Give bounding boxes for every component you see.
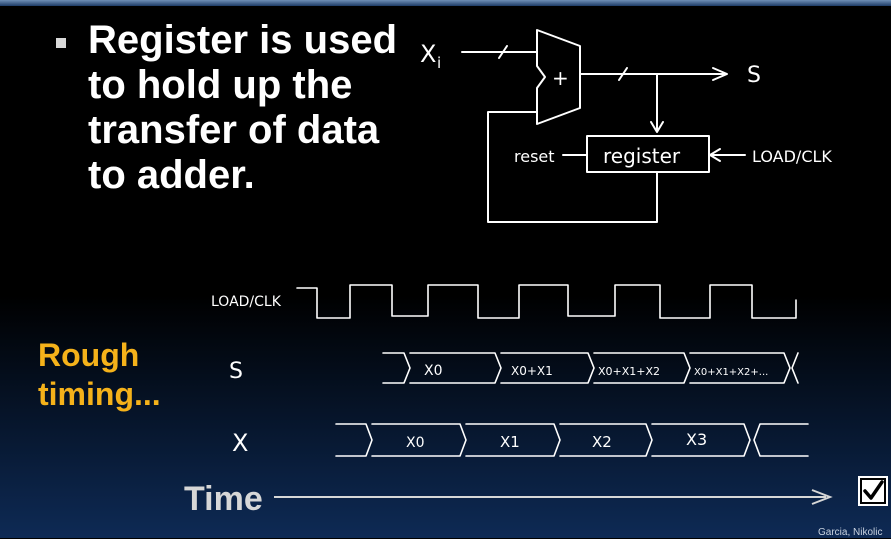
loop-wire	[487, 111, 658, 223]
feedback-arrowhead	[650, 121, 664, 133]
top-rule	[0, 0, 891, 6]
register-label: register	[603, 144, 681, 168]
output-arrowhead	[712, 67, 728, 81]
x-value: X1	[500, 433, 520, 451]
checkmark-icon	[860, 478, 886, 504]
time-label: Time	[184, 480, 263, 518]
s-value: X0+X1+X2+...	[694, 367, 768, 378]
time-arrowhead	[811, 489, 833, 505]
s-bus-lead	[382, 352, 411, 384]
load-clk-label: LOAD/CLK	[752, 147, 832, 166]
x-row-label: X	[232, 429, 248, 457]
bullet-line: to hold up the	[88, 63, 353, 107]
x-segment	[371, 423, 467, 457]
clk-arrowhead	[709, 148, 721, 162]
square-bullet-icon	[56, 38, 66, 48]
clk-row-label: LOAD/CLK	[211, 294, 282, 310]
bullet-text: Register is used to hold up the transfer…	[88, 18, 397, 198]
s-segment	[689, 352, 791, 384]
timing-diagram: LOAD/CLK S X0 X0+X1 X0+X1+X2 X0+X1+X2+..…	[211, 284, 809, 457]
reset-label: reset	[514, 147, 555, 166]
x-bus-lead	[335, 423, 373, 457]
s-value: X0	[424, 363, 443, 379]
x-segment	[465, 423, 561, 457]
x-value: X3	[686, 430, 707, 449]
s-segment	[409, 352, 502, 384]
input-subscript: i	[437, 54, 441, 72]
rough-timing-label: Rough timing...	[38, 336, 161, 414]
bus-slash	[498, 45, 508, 59]
x-value: X2	[592, 433, 612, 451]
x-bus-tail	[753, 423, 809, 457]
rough-line: timing...	[38, 376, 161, 412]
s-bus-tail	[791, 352, 799, 384]
checkbox-icon[interactable]	[858, 476, 888, 506]
bus-slash	[618, 67, 628, 81]
schematic: X i + S register reset LOAD/CLK	[420, 29, 832, 223]
bullet-line: Register is used	[88, 18, 398, 62]
s-segment	[500, 352, 595, 384]
x-value: X0	[406, 435, 425, 451]
x-segment	[651, 423, 751, 457]
output-label: S	[747, 63, 761, 88]
input-label: X	[420, 40, 436, 68]
rough-line: Rough	[38, 337, 140, 373]
bullet-line: to adder.	[88, 153, 255, 197]
s-value: X0+X1	[511, 364, 553, 378]
adder-block	[536, 29, 581, 125]
s-segment	[593, 352, 691, 384]
s-row-label: S	[229, 359, 243, 384]
bullet-line: transfer of data	[88, 108, 380, 152]
clock-waveform	[296, 284, 797, 319]
footer-credit: Garcia, Nikolic	[818, 527, 883, 538]
adder-plus: +	[552, 66, 569, 90]
s-value: X0+X1+X2	[598, 365, 660, 378]
x-segment	[559, 423, 653, 457]
